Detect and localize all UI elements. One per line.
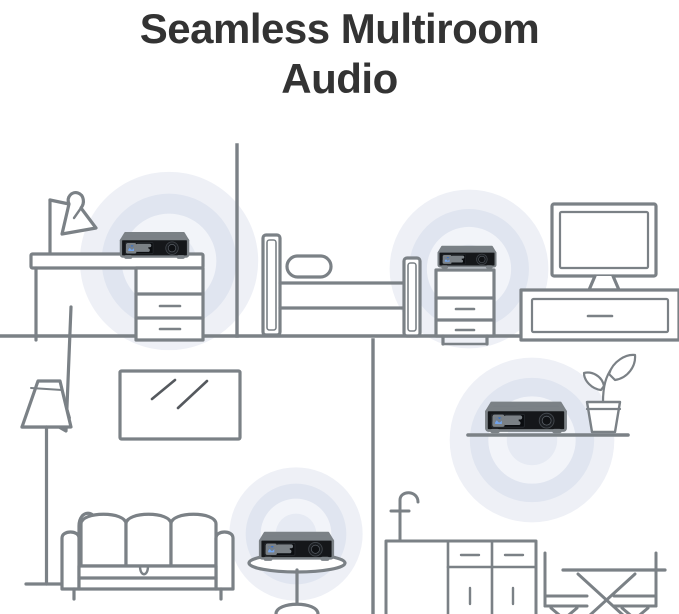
room-bedroom xyxy=(261,202,679,346)
kitchen-counter xyxy=(384,491,538,614)
dining-chair-left xyxy=(543,551,589,614)
rooms-illustration xyxy=(0,118,679,614)
mirror-sheen xyxy=(176,379,209,410)
wall-mirror xyxy=(118,369,242,441)
audio-device-office[interactable] xyxy=(119,232,190,259)
audio-device-bedroom[interactable] xyxy=(437,245,497,269)
dining-chair-right xyxy=(612,551,658,614)
sofa xyxy=(60,511,235,601)
page-title-line-1: Seamless Multiroom xyxy=(139,5,540,52)
desk xyxy=(29,252,205,342)
audio-device-kitchen[interactable] xyxy=(485,401,567,434)
room-living xyxy=(20,305,347,614)
desk-lamp xyxy=(48,191,98,256)
floor-lamp xyxy=(20,305,73,586)
page-title-line-2: Audio xyxy=(281,55,398,102)
bed xyxy=(261,233,422,338)
dining-table xyxy=(561,568,667,614)
potted-plant xyxy=(582,353,637,434)
mirror-sheen xyxy=(150,378,177,401)
page-title: Seamless Multiroom Audio xyxy=(0,0,679,118)
kitchen-faucet xyxy=(389,491,420,543)
room-kitchen xyxy=(384,353,667,614)
media-console xyxy=(519,288,679,342)
audio-device-living-room[interactable] xyxy=(258,531,335,561)
room-office xyxy=(29,191,205,342)
nightstand xyxy=(434,268,496,346)
television xyxy=(550,202,658,292)
